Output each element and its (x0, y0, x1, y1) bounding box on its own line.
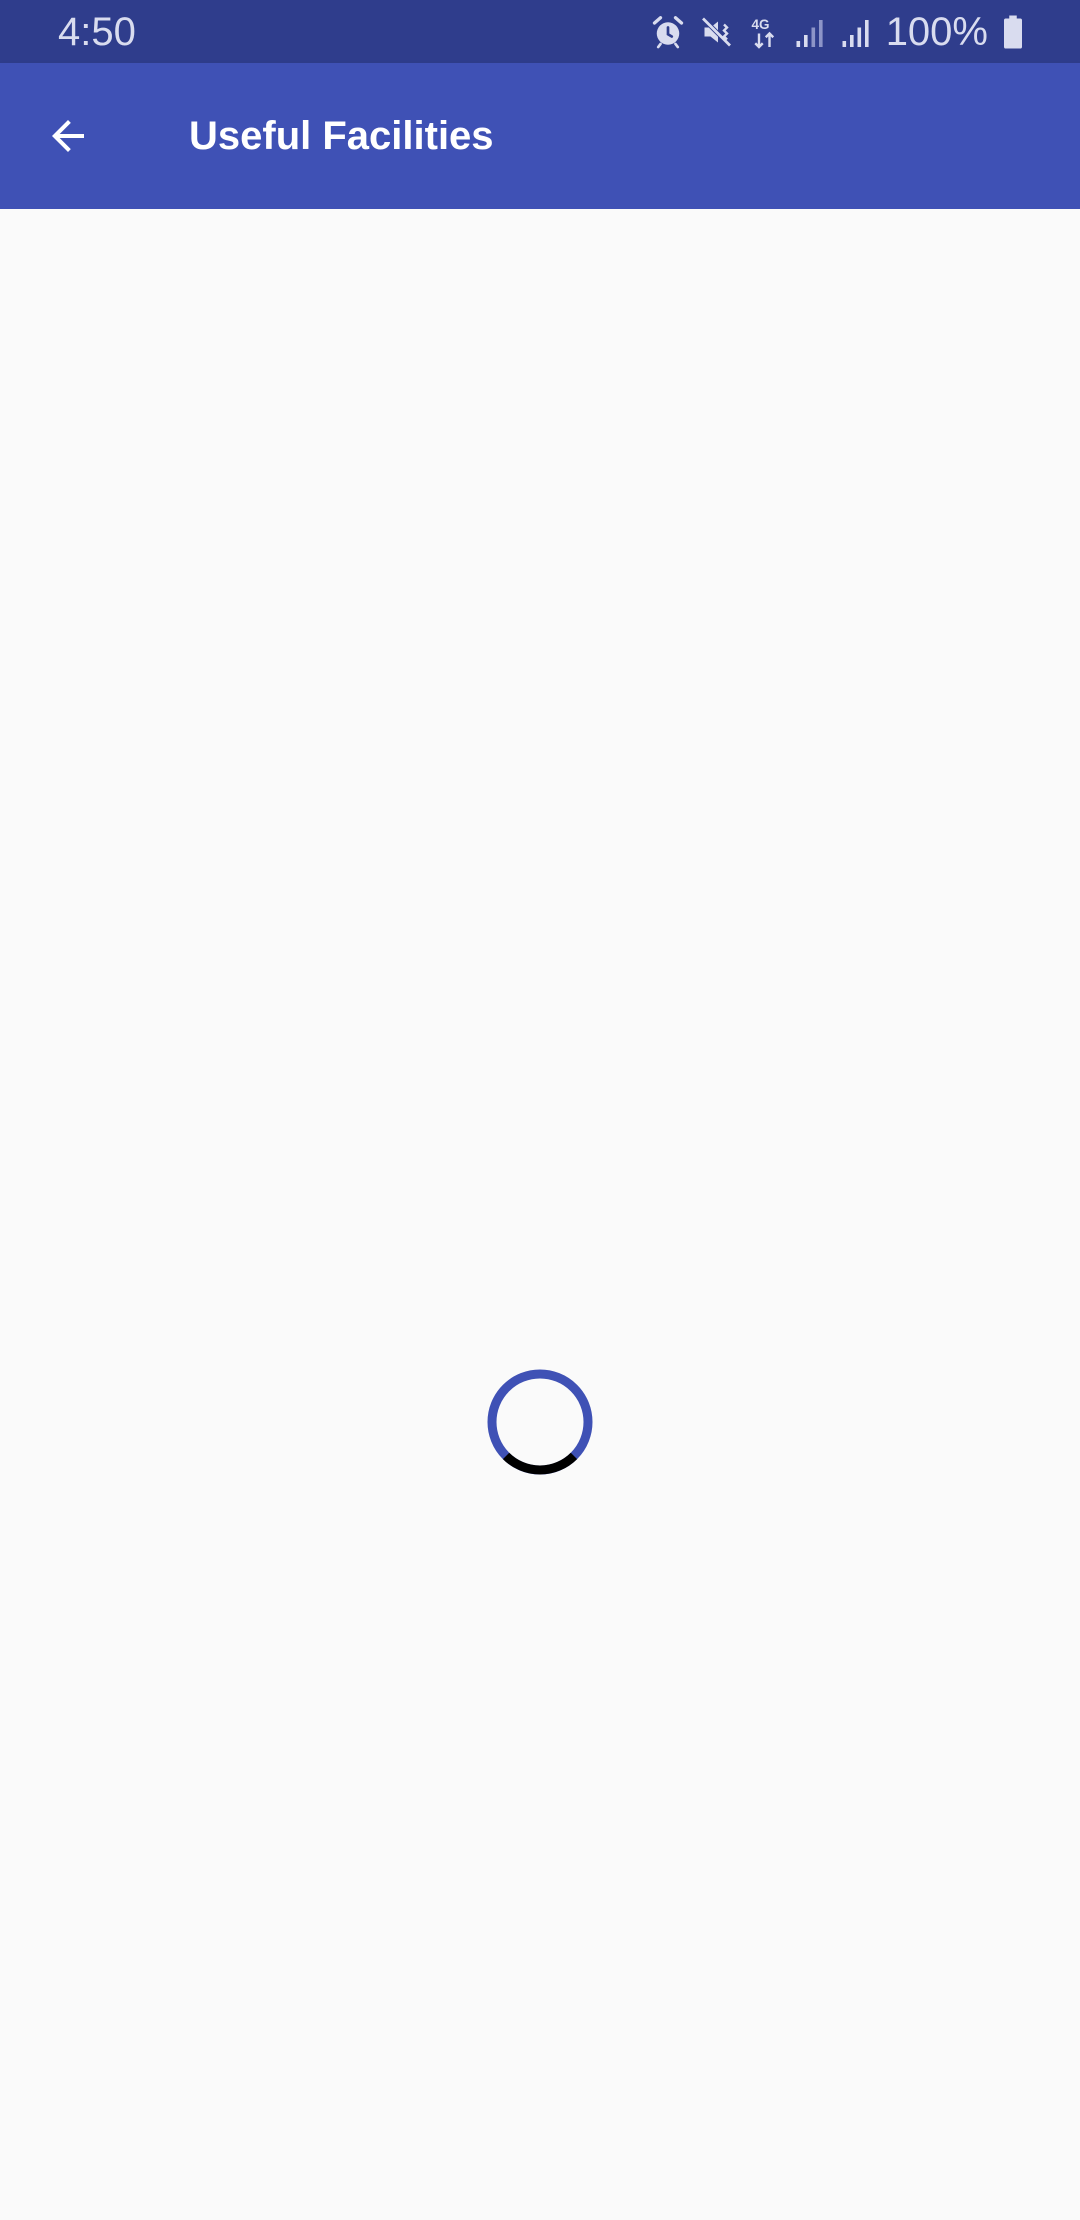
battery-percent: 100% (885, 10, 988, 54)
4g-data-icon: 4G (751, 17, 774, 49)
arrow-back-icon (52, 120, 84, 152)
signal-icon (842, 20, 869, 47)
vibrate-mute-icon (701, 16, 732, 48)
battery-icon (1004, 15, 1022, 49)
app-bar: Useful Facilities (0, 63, 1080, 209)
loading-spinner-icon (487, 1369, 593, 1475)
svg-text:4G: 4G (751, 17, 769, 32)
status-bar: 4:50 4G (0, 0, 1080, 63)
alarm-icon (652, 16, 683, 49)
content-area (0, 209, 1080, 2220)
status-icons: 4G 100% (650, 8, 1024, 56)
page-title: Useful Facilities (189, 114, 494, 158)
back-button[interactable] (30, 98, 106, 174)
status-time: 4:50 (58, 10, 136, 54)
signal-icon (796, 20, 823, 47)
